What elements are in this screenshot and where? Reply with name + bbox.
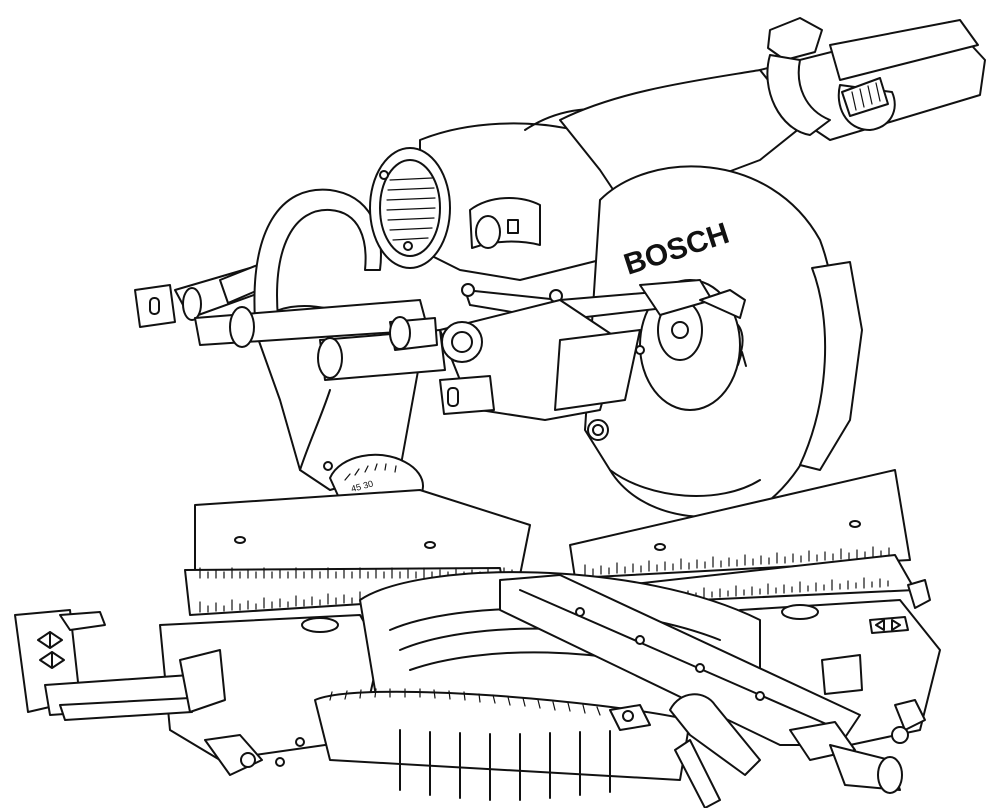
saw-arm <box>559 17 986 201</box>
front-left-clamp <box>204 734 305 776</box>
left-work-support <box>14 609 226 721</box>
turntable <box>314 571 761 801</box>
miter-lock-handle <box>669 693 903 808</box>
slide-rails <box>194 299 446 381</box>
center-housing <box>439 299 641 441</box>
carrying-handle <box>253 188 382 321</box>
motor-housing <box>369 108 661 281</box>
